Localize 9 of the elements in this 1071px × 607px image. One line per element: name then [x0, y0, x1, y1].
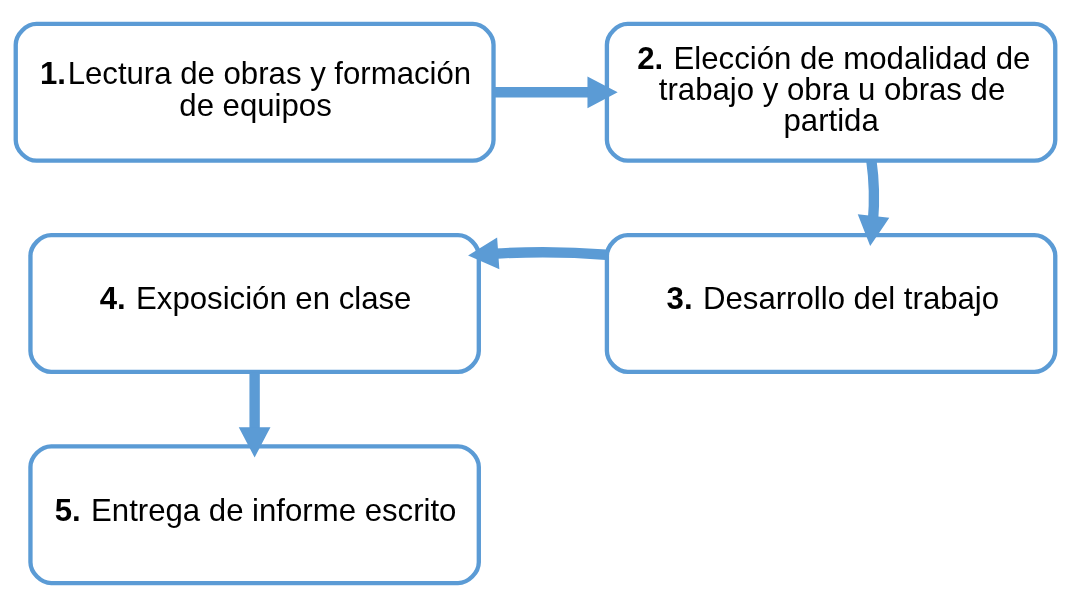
arrow [857, 160, 890, 247]
arrow [468, 237, 607, 270]
node-box: 2. Elección de modalidad de trabajo y obra u obras de partida [604, 21, 1058, 163]
node-box: 3. Desarrollo del trabajo [604, 232, 1058, 375]
arrow [493, 76, 618, 109]
node-box: 4. Exposición en clase [28, 232, 481, 375]
node-box: 1.Lectura de obras y formación de equipos [13, 21, 496, 163]
arrow [238, 372, 271, 458]
node-box: 5. Entrega de informe escrito [28, 444, 481, 586]
